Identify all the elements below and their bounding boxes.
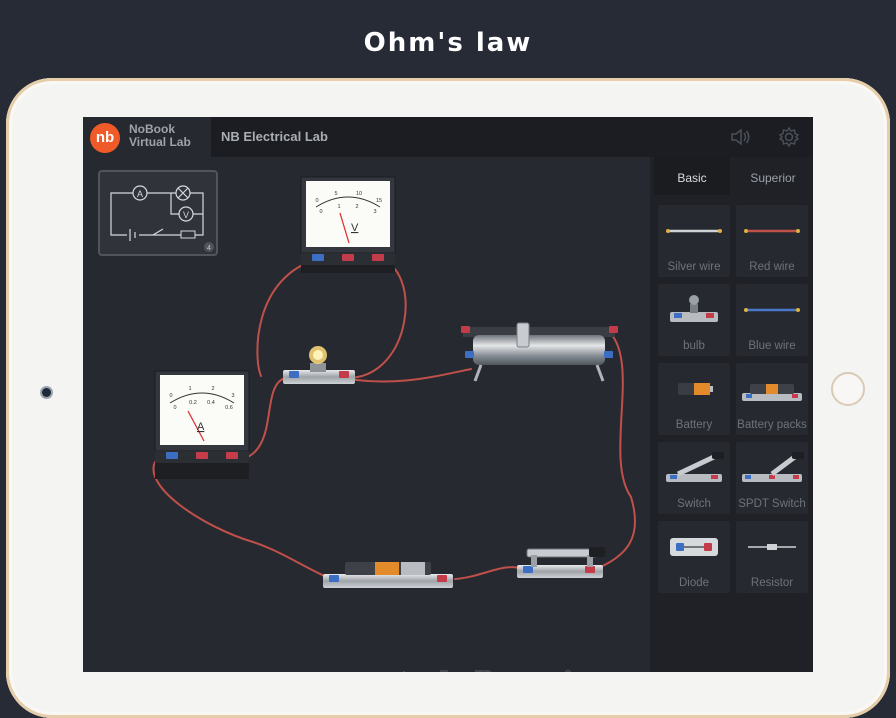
diode-icon: [670, 538, 718, 556]
circuit-thumbnail[interactable]: A V 4: [98, 170, 218, 256]
blue-wire-icon: [744, 308, 800, 312]
component-spdt-switch[interactable]: SPDT Switch: [736, 442, 808, 514]
component-silver-wire[interactable]: Silver wire: [658, 205, 730, 277]
switch-icon: [666, 452, 724, 482]
component-label: bulb: [683, 340, 705, 352]
voltmeter-inner-tick-1: 1: [337, 204, 340, 210]
thumbnail-ammeter-label: A: [137, 189, 143, 199]
save-icon[interactable]: [471, 667, 497, 672]
component-label: SPDT Switch: [738, 498, 806, 510]
ammeter-tick-2: 2: [211, 386, 214, 392]
ammeter-inner-tick-1: 0.2: [189, 400, 197, 406]
thumbnail-badge: 4: [207, 245, 211, 252]
ammeter-unit: A: [197, 421, 205, 433]
logo-icon: nb: [90, 123, 120, 153]
component-battery[interactable]: Battery: [658, 363, 730, 435]
share-icon[interactable]: [549, 667, 575, 672]
ammeter[interactable]: 0 1 2 3 0 0.2 0.4 0.6 A: [154, 370, 250, 479]
component-label: Battery packs: [737, 419, 807, 431]
ammeter-inner-tick-2: 0.4: [207, 400, 215, 406]
bottom-toolbar: [313, 667, 573, 672]
logo-line-1: NoBook: [129, 122, 175, 136]
red-wire-icon: [744, 229, 800, 233]
ammeter-inner-tick-3: 0.6: [225, 405, 233, 411]
trash-icon[interactable]: [431, 667, 457, 672]
app-screen: nb NoBook Virtual Lab NB Electrical Lab: [83, 117, 813, 672]
logo-line-2: Virtual Lab: [129, 135, 191, 149]
camera-dot: [42, 388, 51, 397]
page-headline: Ohm's law: [363, 28, 533, 58]
ammeter-tick-3: 3: [231, 393, 234, 399]
component-label: Silver wire: [667, 261, 721, 273]
voltmeter-inner-tick-0: 0: [319, 209, 322, 215]
ammeter-scale: 0 1 2 3 0 0.2 0.4 0.6: [169, 386, 234, 411]
battery-pack[interactable]: [323, 562, 453, 588]
component-label: Diode: [678, 577, 710, 589]
rheostat[interactable]: [461, 322, 618, 382]
resistor-icon: [748, 544, 796, 550]
component-red-wire[interactable]: Red wire: [736, 205, 808, 277]
logo-block: nb NoBook Virtual Lab: [83, 117, 211, 157]
component-blue-wire[interactable]: Blue wire: [736, 284, 808, 356]
component-bulb[interactable]: bulb: [658, 284, 730, 356]
app-title: NB Electrical Lab: [221, 129, 328, 144]
ammeter-tick-0: 0: [169, 393, 172, 399]
component-label: Battery: [675, 419, 713, 431]
voltmeter[interactable]: 0 5 10 15 0 1 2 3 V: [300, 176, 396, 273]
circuit-drawing: A V 4: [98, 170, 636, 588]
ammeter-needle: [187, 410, 205, 442]
component-battery-packs[interactable]: Battery packs: [736, 363, 808, 435]
tab-basic[interactable]: Basic: [654, 157, 730, 195]
voltmeter-tick-0: 0: [315, 198, 318, 204]
undo-icon[interactable]: [313, 667, 339, 672]
component-label: Resistor: [750, 577, 794, 589]
ammeter-tick-1: 1: [188, 386, 191, 392]
component-label: Red wire: [749, 261, 795, 273]
component-diode[interactable]: Diode: [658, 521, 730, 593]
component-label: Switch: [677, 498, 711, 510]
redo-icon[interactable]: [351, 667, 377, 672]
voltmeter-tick-1: 5: [334, 191, 337, 197]
ammeter-inner-tick-0: 0: [173, 405, 176, 411]
spdt-switch-icon: [742, 452, 804, 482]
home-button[interactable]: [831, 372, 865, 406]
voltmeter-unit: V: [351, 222, 359, 234]
voltmeter-tick-3: 15: [376, 198, 382, 204]
battery-pack-icon: [742, 384, 802, 401]
component-resistor[interactable]: Resistor: [736, 521, 808, 593]
thumbnail-voltmeter-label: V: [183, 210, 189, 220]
component-switch[interactable]: Switch: [658, 442, 730, 514]
top-bar: nb NoBook Virtual Lab NB Electrical Lab: [83, 117, 813, 157]
silver-wire-icon: [666, 229, 722, 233]
component-sidebar: Basic Superior Silver wire Red wire bulb…: [650, 157, 813, 672]
battery-icon: [678, 383, 713, 395]
bulb-icon: [670, 295, 718, 322]
voltmeter-scale: 0 5 10 15 0 1 2 3: [315, 191, 382, 215]
voltmeter-inner-tick-2: 2: [355, 204, 358, 210]
voltmeter-needle: [339, 212, 350, 244]
component-label: Blue wire: [748, 340, 796, 352]
folder-icon[interactable]: [511, 667, 537, 672]
gear-icon[interactable]: [778, 126, 800, 148]
voltmeter-inner-tick-3: 3: [373, 209, 376, 215]
knife-switch[interactable]: [517, 547, 605, 578]
add-icon[interactable]: [391, 667, 417, 672]
tab-superior[interactable]: Superior: [750, 171, 796, 185]
logo-text: NoBook Virtual Lab: [129, 123, 191, 149]
circuit-canvas[interactable]: A V 4: [83, 157, 650, 672]
bulb[interactable]: [283, 346, 355, 384]
voltmeter-tick-2: 10: [356, 191, 362, 197]
speaker-icon[interactable]: [730, 127, 752, 147]
